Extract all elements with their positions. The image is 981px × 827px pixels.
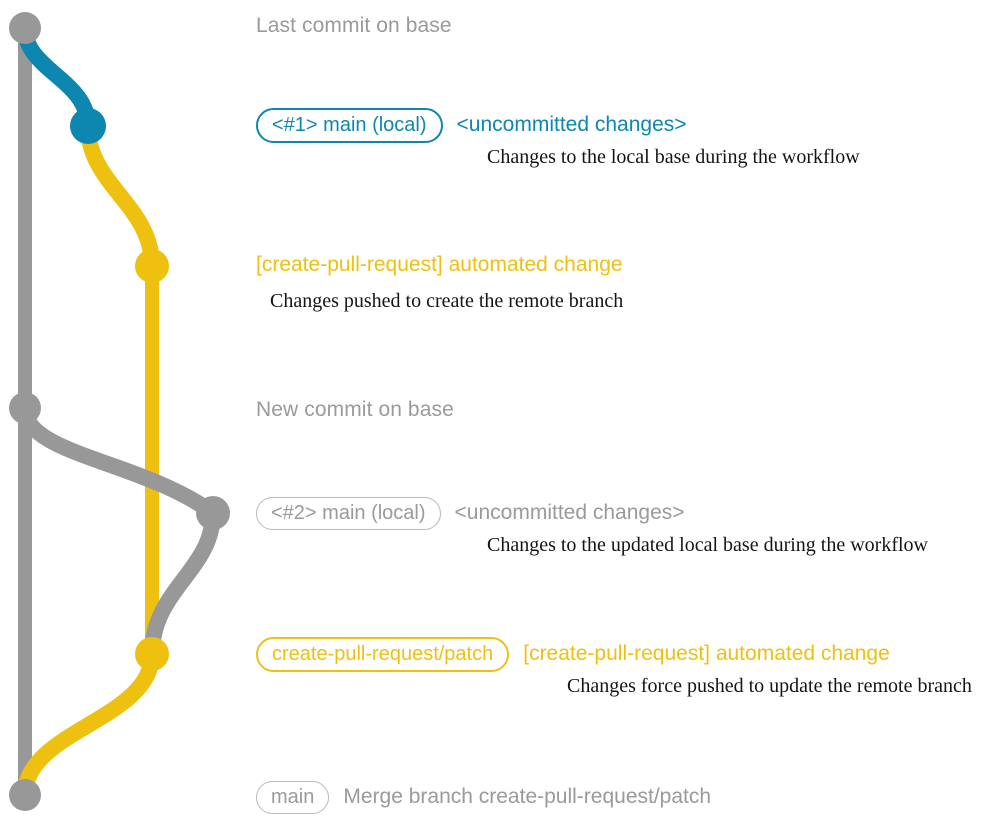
edge-local2-to-patch2 <box>144 505 221 662</box>
commit-subject-local-2: <uncommitted changes> <box>454 501 685 524</box>
commit-node-base-new[interactable] <box>9 392 41 424</box>
commit-description-local-1: Changes to the local base during the wor… <box>487 146 860 168</box>
commit-subject-patch-1: [create-pull-request] automated change <box>256 253 623 276</box>
row-local-2: <#2> main (local) <uncommitted changes> <box>256 497 685 530</box>
commit-node-local-2[interactable] <box>196 496 230 530</box>
commit-description-local-2: Changes to the updated local base during… <box>487 534 928 556</box>
edge-local1-to-patch1 <box>80 118 160 274</box>
commit-subject-base-new: New commit on base <box>256 398 454 421</box>
commit-subject-local-1: <uncommitted changes> <box>456 113 687 136</box>
branch-pill-main[interactable]: main <box>256 781 330 814</box>
commit-node-merge-main[interactable] <box>9 779 41 811</box>
row-last-commit-on-base: Last commit on base <box>256 14 452 38</box>
row-patch-2: create-pull-request/patch [create-pull-r… <box>256 637 890 672</box>
branch-pill-patch-2[interactable]: create-pull-request/patch <box>256 637 510 672</box>
commit-node-patch-2[interactable] <box>135 637 169 671</box>
commit-node-local-1[interactable] <box>70 108 106 144</box>
commit-node-base-last[interactable] <box>9 12 41 44</box>
commit-description-patch-1: Changes pushed to create the remote bran… <box>270 290 624 312</box>
row-local-1: <#1> main (local) <uncommitted changes> <box>256 108 687 143</box>
branch-pill-local-1[interactable]: <#1> main (local) <box>256 108 443 143</box>
commit-subject-merge-main: Merge branch create-pull-request/patch <box>343 785 712 808</box>
commit-node-patch-1[interactable] <box>135 249 169 283</box>
branch-pill-local-2[interactable]: <#2> main (local) <box>256 497 441 530</box>
row-merge-main: main Merge branch create-pull-request/pa… <box>256 781 711 814</box>
row-patch-1: [create-pull-request] automated change <box>256 254 623 275</box>
edge-patch2-to-merge <box>17 646 160 803</box>
commit-subject-patch-2: [create-pull-request] automated change <box>523 642 890 665</box>
row-new-commit-on-base: New commit on base <box>256 398 454 422</box>
commit-subject-base-last: Last commit on base <box>256 14 452 37</box>
commit-description-patch-2: Changes force pushed to update the remot… <box>567 675 972 697</box>
edge-basenew-to-local2 <box>17 400 221 521</box>
